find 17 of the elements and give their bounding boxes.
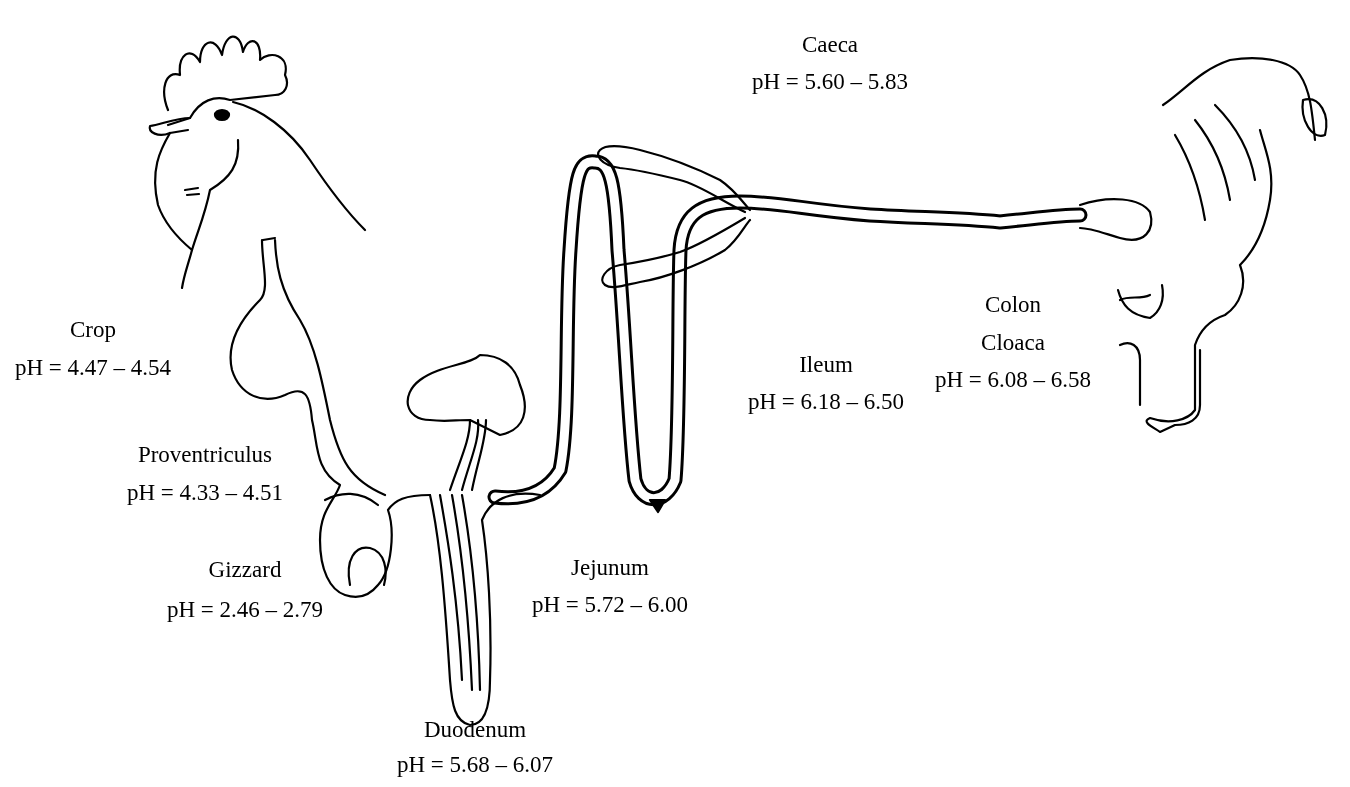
ph-value: pH = 4.47 – 4.54 (14, 355, 172, 381)
organ-label: Duodenum (423, 717, 527, 743)
ph-value: pH = 2.46 – 2.79 (166, 597, 324, 623)
ph-value: pH = 6.08 – 6.58 (934, 367, 1092, 393)
organ-label: Crop (70, 317, 116, 343)
organ-label: Cloaca (981, 330, 1045, 356)
ph-value: pH = 5.72 – 6.00 (531, 592, 689, 618)
ph-value: pH = 5.60 – 5.83 (751, 69, 909, 95)
organ-label: Gizzard (208, 557, 282, 583)
ph-value: pH = 6.18 – 6.50 (747, 389, 905, 415)
organ-label: Ileum (799, 352, 853, 378)
ph-value: pH = 5.68 – 6.07 (396, 752, 554, 778)
organ-label: Caeca (801, 32, 859, 58)
organ-label: Jejunum (571, 555, 649, 581)
organ-label: Proventriculus (137, 442, 273, 468)
organ-label: Colon (984, 292, 1042, 318)
ph-value: pH = 4.33 – 4.51 (126, 480, 284, 506)
